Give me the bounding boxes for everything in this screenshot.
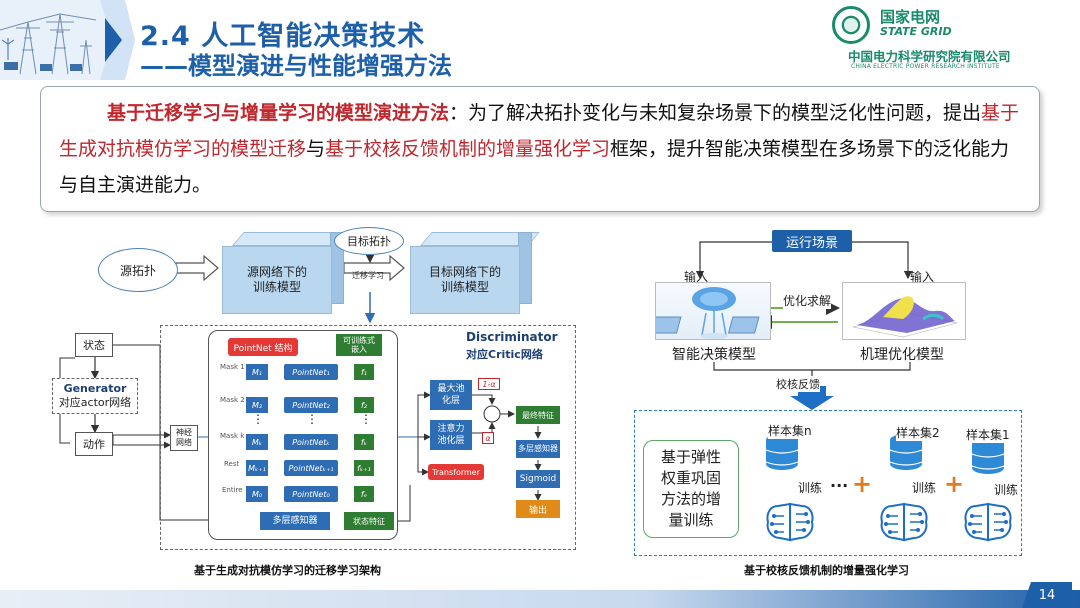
surface-plot-icon <box>852 296 958 338</box>
mlp-bottom-box: 多层感知器 <box>260 512 330 530</box>
mask-box: Mₖ <box>246 434 268 450</box>
mask-box: M₁ <box>246 364 268 380</box>
mask-box: Mₖ₊₁ <box>246 460 268 476</box>
decision-model-label: 智能决策模型 <box>672 347 756 363</box>
left-diagram-caption: 基于生成对抗模仿学习的迁移学习架构 <box>194 564 381 577</box>
vertical-dots: ⋮ <box>360 412 372 426</box>
mask-box: M₀ <box>246 486 268 502</box>
mlp-right-box: 多层感知器 <box>516 440 560 458</box>
mask-label: Mask 1 <box>220 363 245 371</box>
intro-lead: 基于迁移学习与增量学习的模型演进方法 <box>107 102 450 124</box>
ai-brain-icon <box>649 287 760 339</box>
decision-model-illustration <box>649 282 771 340</box>
page-subtitle: ——模型演进与性能增强方法 <box>140 52 452 80</box>
intro-text-1: ：为了解决拓扑变化与未知复杂场景下的模型泛化性问题，提出 <box>449 102 982 124</box>
transformer-box: Transformer <box>428 464 484 480</box>
pointnet-box: PointNetₖ₊₁ <box>284 460 338 476</box>
vertical-dots: ⋮ <box>306 412 318 426</box>
one-minus-alpha-label: 1-α <box>478 378 500 390</box>
feature-box: fₖ <box>354 434 374 450</box>
ewc-training-box: 基于弹性 权重巩固 方法的增 量训练 <box>643 440 739 538</box>
max-pooling-box: 最大池 化层 <box>430 380 472 410</box>
institute-name-cn: 中国电力科学研究院有限公司 <box>848 49 1011 64</box>
institute-name-en: CHINA ELECTRIC POWER RESEARCH INSTITUTE <box>851 63 1000 70</box>
source-topology-node: 源拓扑 <box>98 248 178 292</box>
train-label: 训练 <box>994 483 1019 497</box>
neural-brain-icon <box>764 500 816 544</box>
discriminator-label: Discriminator <box>466 330 558 344</box>
right-diagram-caption: 基于校核反馈机制的增量强化学习 <box>744 564 909 577</box>
pointnet-structure-badge: PointNet 结构 <box>228 338 298 356</box>
input-label-right: 输入 <box>910 270 935 284</box>
transfer-learning-label: 迁移学习 <box>352 271 384 280</box>
mask-label: Mask 2 <box>220 396 245 404</box>
generator-box: Generator 对应actor网络 <box>52 378 138 414</box>
generator-label: Generator <box>63 382 127 395</box>
pointnet-box: PointNetₖ <box>284 434 338 450</box>
plus-sign: + <box>852 470 873 498</box>
power-tower-banner-icon <box>0 0 135 80</box>
sample-set-1-label: 样本集1 <box>966 426 1010 443</box>
operating-scenario-box: 运行场景 <box>772 230 852 252</box>
pointnet-box: PointNet₂ <box>284 397 338 413</box>
intro-text-2: 与 <box>306 138 326 160</box>
sample-set-2-label: 样本集2 <box>896 424 940 441</box>
target-topology-node: 目标拓扑 <box>334 227 404 255</box>
target-model-cube: 目标网络下的 训练模型 <box>410 246 520 314</box>
intro-box: 基于迁移学习与增量学习的模型演进方法：为了解决拓扑变化与未知复杂场景下的模型泛化… <box>40 86 1040 212</box>
attention-pooling-box: 注意力 池化层 <box>430 420 472 450</box>
neural-network-box: 神经 网络 <box>170 425 198 451</box>
page-number: 14 <box>1022 582 1072 608</box>
feature-box: fₖ₊₁ <box>354 460 374 476</box>
mask-label: Mask k <box>220 432 245 440</box>
train-label: 训练 <box>798 481 823 495</box>
sigmoid-box: Sigmoid <box>516 470 560 488</box>
feedback-label: 校核反馈 <box>776 376 820 392</box>
pointnet-box: PointNet₀ <box>284 486 338 502</box>
vertical-dots: ⋮ <box>252 412 264 426</box>
generator-sub-label: 对应actor网络 <box>58 396 132 409</box>
sample-set-n-label: 样本集n <box>768 422 812 439</box>
mask-label: Rest <box>224 460 240 468</box>
page-title: 2.4 人工智能决策技术 <box>140 21 426 52</box>
intro-highlight-2: 基于校核反馈机制的增量强化学习 <box>325 138 611 160</box>
action-box: 动作 <box>75 432 113 456</box>
input-label-left: 输入 <box>684 270 709 284</box>
feature-box: f₂ <box>354 397 374 413</box>
state-feature-box: 状态特征 <box>344 512 394 530</box>
ellipsis-label: ··· <box>830 476 849 495</box>
mask-box: M₂ <box>246 397 268 413</box>
optimize-solve-label: 优化求解 <box>783 292 832 309</box>
output-box: 输出 <box>516 500 560 518</box>
intro-highlight-1: 基于生成对抗模仿学习的模型迁移 <box>59 102 1020 160</box>
discriminator-frame <box>160 325 576 550</box>
mechanism-model-label: 机理优化模型 <box>860 347 944 363</box>
feature-box: f₁ <box>354 364 374 380</box>
intro-text-3: 框架，提升智能决策模型在多场景下的泛化能力与自主演进能力。 <box>59 138 1010 196</box>
footer-band <box>0 590 1080 608</box>
neural-brain-icon <box>878 500 930 544</box>
header-band <box>0 0 1080 80</box>
train-label: 训练 <box>912 481 937 495</box>
plus-sign: + <box>944 470 965 498</box>
trainable-embedding-box: 可训练式 嵌入 <box>336 334 382 356</box>
cube-side-target <box>518 232 532 304</box>
discriminator-sub-label: 对应Critic网络 <box>466 348 543 361</box>
logo-text-cn: 国家电网 <box>880 8 941 26</box>
feature-box: fₑ <box>354 486 374 502</box>
state-box: 状态 <box>75 333 113 357</box>
pointnet-box: PointNet₁ <box>284 364 338 380</box>
neural-brain-icon <box>962 500 1014 544</box>
logo-text-en: STATE GRID <box>880 25 952 38</box>
alpha-label: α <box>482 432 494 444</box>
mask-label: Entire <box>222 486 243 494</box>
state-grid-logo-icon <box>832 6 870 44</box>
source-model-cube: 源网络下的 训练模型 <box>222 246 332 314</box>
final-feature-box: 最终特征 <box>516 406 560 424</box>
mechanism-model-illustration <box>842 282 966 340</box>
